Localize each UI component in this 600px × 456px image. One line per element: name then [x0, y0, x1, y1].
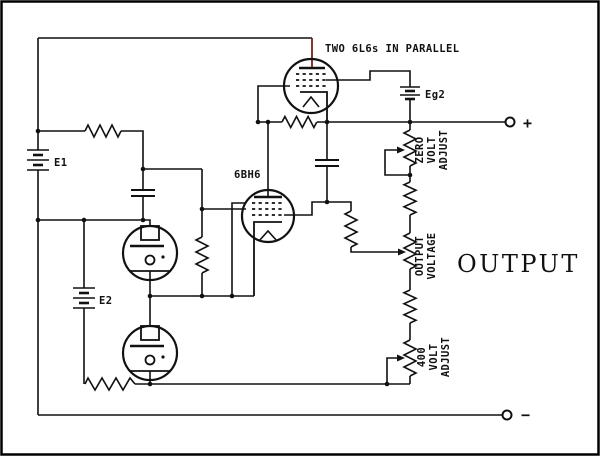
- tube-6l6-heater: [302, 95, 320, 108]
- resistor-chain-1: [402, 181, 418, 216]
- tube-6l6-envelope: [282, 57, 340, 115]
- wire-6l6-screen: [326, 70, 411, 87]
- junction-dot: [81, 217, 87, 223]
- regulator-2-dot: [161, 355, 165, 359]
- terminal-minus: [501, 409, 513, 421]
- capacitor-1: [131, 189, 155, 197]
- resistor-cathode: [194, 236, 210, 274]
- junction-dot: [265, 119, 271, 125]
- label-output-voltage: OUTPUT VOLTAGE: [414, 232, 438, 279]
- junction-dot: [140, 166, 146, 172]
- regulator-1-dot: [161, 255, 165, 259]
- label-400: 400: [416, 347, 428, 367]
- pot-zero-element: [402, 129, 418, 167]
- junction-dot: [384, 381, 390, 387]
- label-output-v2: VOLTAGE: [426, 232, 438, 279]
- pot-output-element: [402, 232, 418, 270]
- junction-dot: [229, 293, 235, 299]
- tube-6bh6-cathode: [253, 221, 282, 296]
- pot-400-element: [402, 339, 418, 377]
- label-zero-adjust: ADJUST: [438, 130, 450, 170]
- junction-dot: [147, 293, 153, 299]
- wiper-arrow-output: [398, 248, 406, 256]
- tube-6l6: [282, 57, 340, 122]
- resistor-e1: [84, 123, 122, 139]
- junction-dot: [199, 206, 205, 212]
- wiper-arrows: [397, 146, 406, 362]
- junction-dot: [35, 128, 41, 134]
- label-eg2: Eg2: [425, 89, 445, 101]
- battery-e1: [27, 149, 49, 171]
- wire-ref-bus: [38, 219, 151, 226]
- label-plus-sign: +: [523, 114, 532, 132]
- battery-eg2: [400, 86, 420, 101]
- label-zero: ZERO: [414, 137, 426, 164]
- wire-g3-node: [284, 201, 352, 216]
- junction-dot: [407, 119, 413, 125]
- regulator-2-anode-cap: [140, 325, 160, 341]
- resistor-plate-load: [281, 114, 318, 130]
- terminal-plus: [504, 116, 516, 128]
- wiper-arrow-zero: [397, 146, 405, 154]
- label-output-big: OUTPUT: [457, 250, 580, 278]
- regulator-1-anode-cap: [140, 225, 160, 241]
- capacitor-2: [315, 159, 339, 167]
- label-e2: E2: [99, 295, 112, 307]
- label-zero-volt-adjust: ZERO VOLT ADJUST: [414, 130, 450, 170]
- junction-dot: [255, 119, 261, 125]
- wiper-arrow-400: [397, 354, 405, 362]
- regulator-1-gas-dot: [144, 254, 156, 266]
- wiper-400-line: [386, 357, 397, 384]
- junction-dot: [140, 217, 146, 223]
- junction-dot: [407, 172, 413, 178]
- label-title: TWO 6L6s IN PARALLEL: [325, 43, 459, 55]
- wire-wiper2-feed: [350, 247, 398, 253]
- label-400-volt: VOLT: [428, 344, 440, 371]
- resistor-e2: [84, 376, 136, 392]
- label-output-v1: OUTPUT: [414, 236, 426, 276]
- wires: [37, 37, 505, 416]
- junction-dot: [199, 293, 205, 299]
- regulator-tube-2: [121, 324, 179, 382]
- resistor-grid-feed: [343, 210, 359, 248]
- label-400-adjust: ADJUST: [440, 337, 452, 377]
- label-6bh6: 6BH6: [234, 169, 261, 181]
- resistor-chain-2: [402, 289, 418, 324]
- junction-dot: [35, 217, 41, 223]
- label-e1: E1: [54, 157, 67, 169]
- tube-6bh6-heater: [258, 229, 278, 242]
- wire-r1-out: [121, 130, 144, 169]
- label-zero-volt: VOLT: [426, 137, 438, 164]
- wiper-zero-line: [384, 149, 410, 176]
- tube-6l6-cathode: [300, 91, 328, 122]
- tube-6bh6: [240, 188, 296, 296]
- junction-dots: [35, 119, 413, 387]
- label-minus-sign: −: [521, 406, 530, 424]
- tube-6bh6-envelope: [240, 188, 296, 244]
- junction-dot: [147, 381, 153, 387]
- regulator-2-gas-dot: [144, 354, 156, 366]
- regulator-tube-1: [121, 224, 179, 282]
- label-400-volt-adjust: 400 VOLT ADJUST: [416, 337, 452, 377]
- junction-dot: [324, 199, 330, 205]
- junction-dot: [324, 119, 330, 125]
- wire-6l6-grid: [257, 85, 290, 122]
- battery-e2: [73, 287, 95, 309]
- wire-6bh6-suppressor: [231, 202, 246, 296]
